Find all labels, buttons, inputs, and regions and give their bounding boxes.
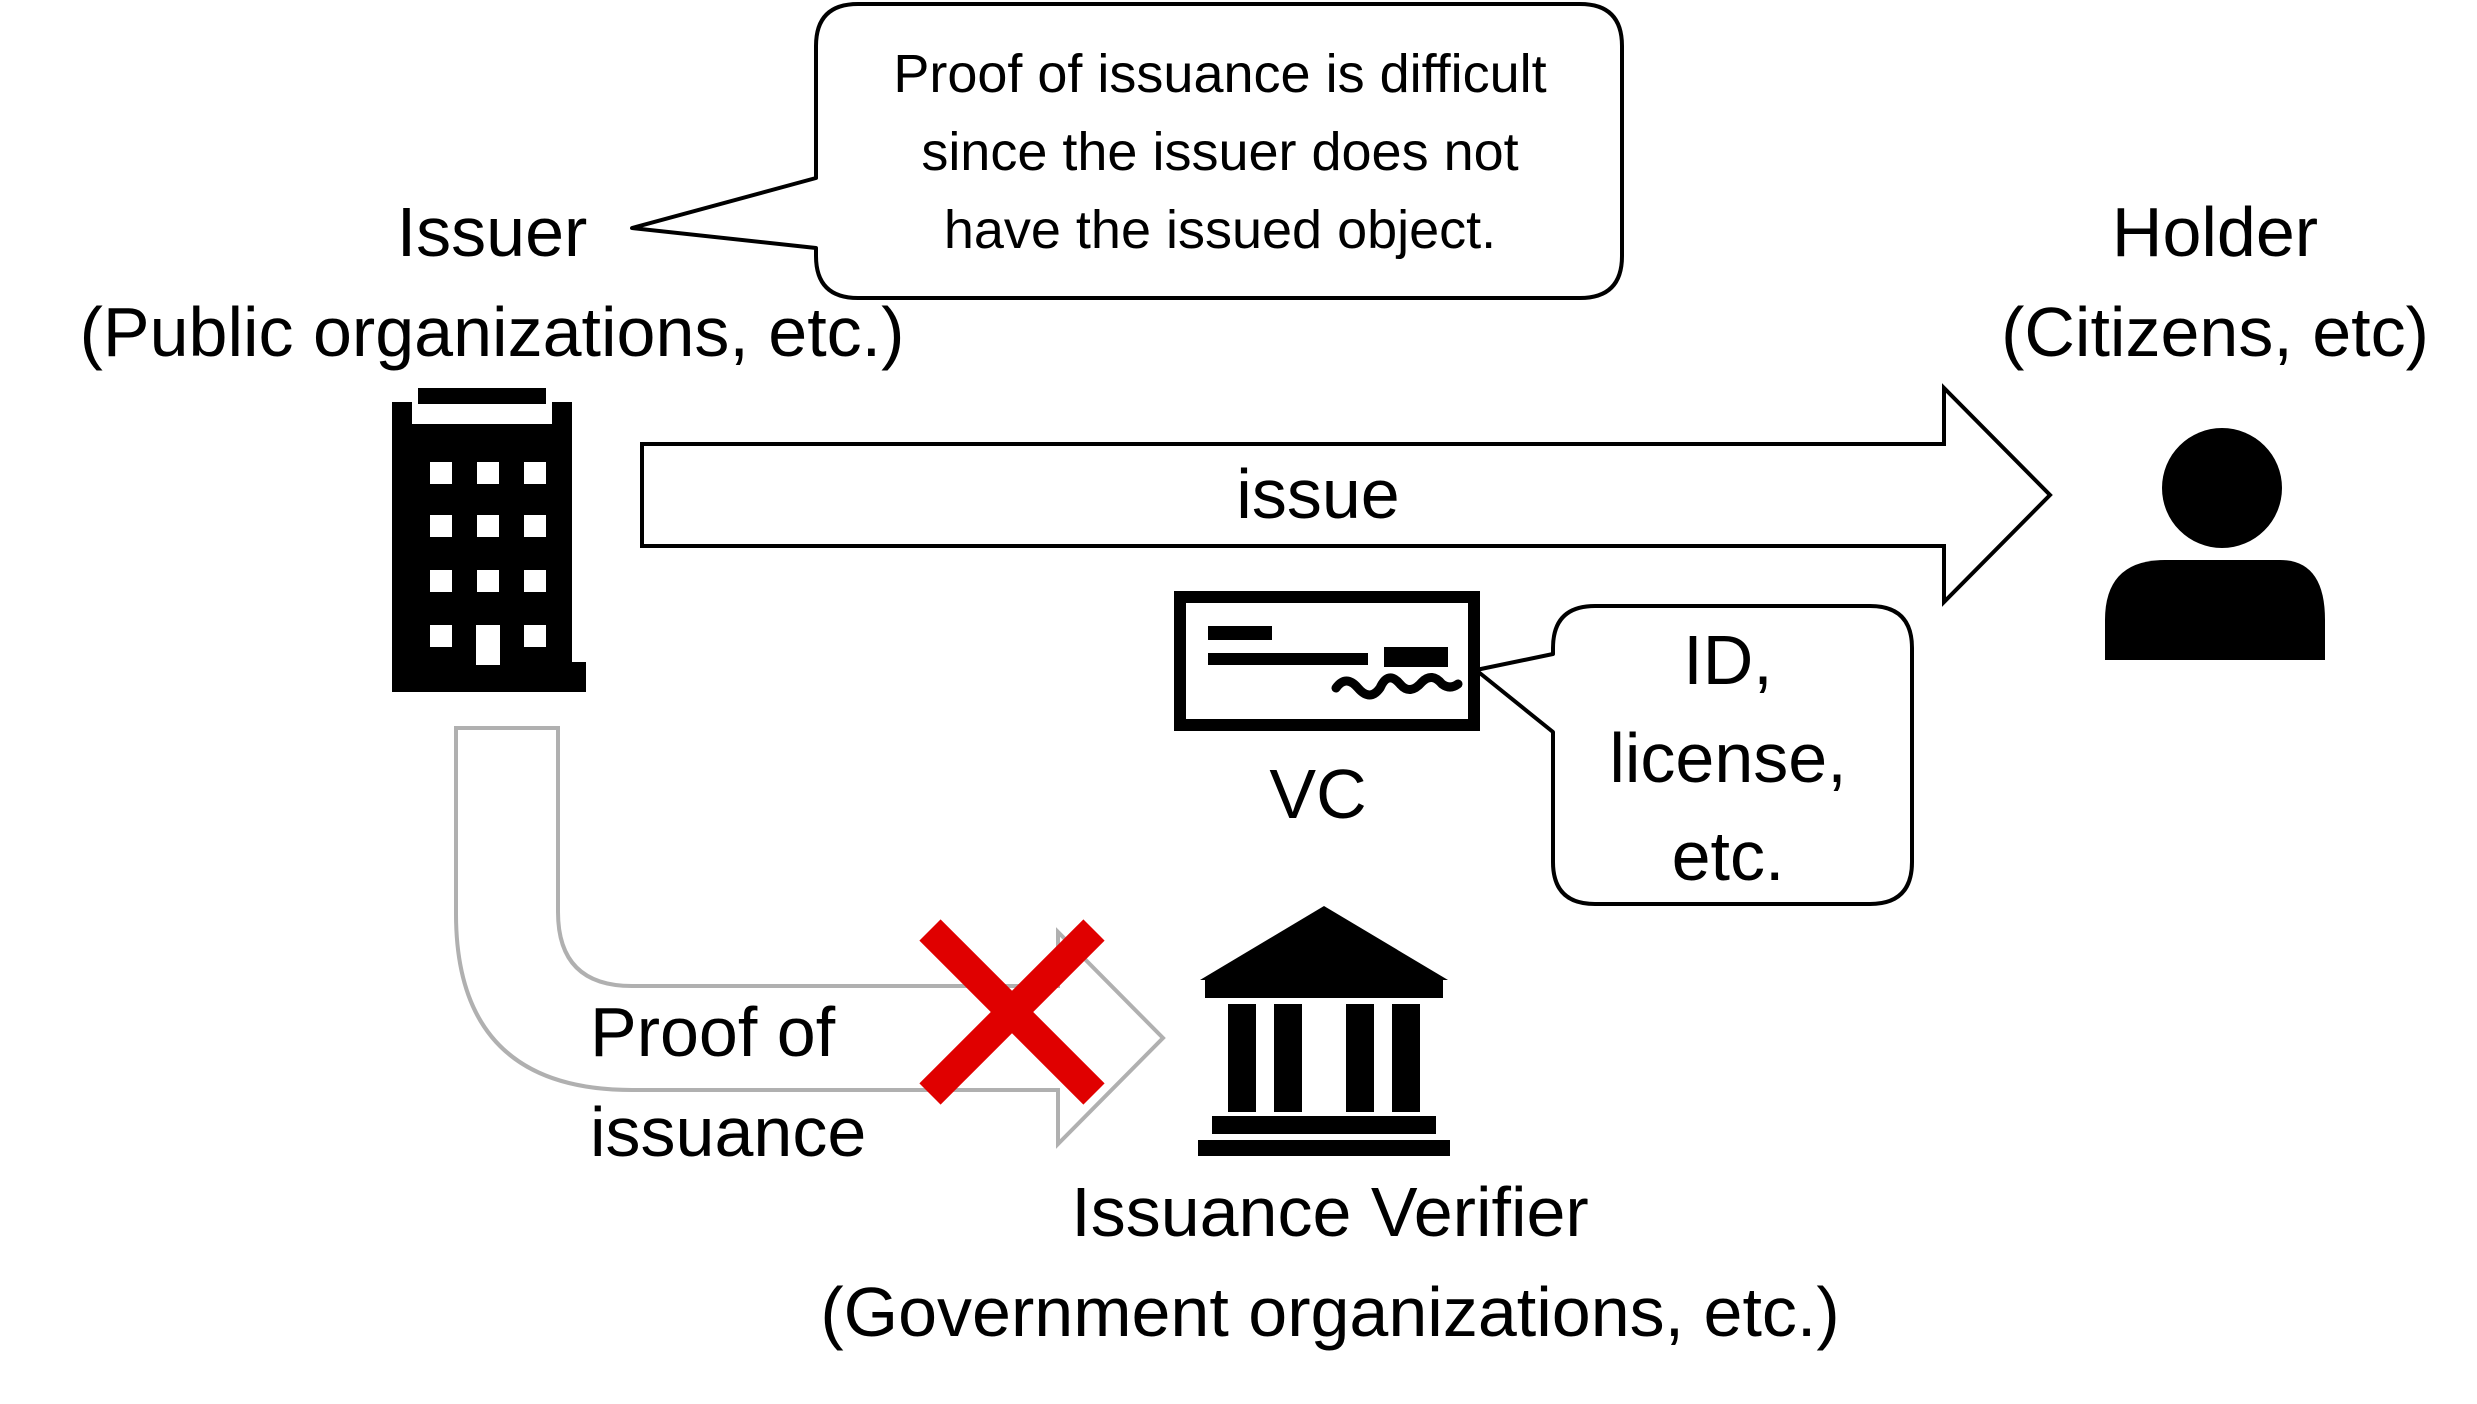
issue-arrow-label: issue [1236,455,1399,533]
credential-card-icon [1174,591,1480,731]
holder-subtitle: (Citizens, etc) [2001,293,2429,371]
issuer-callout: Proof of issuance is difficult since the… [630,2,1624,300]
vc-callout-bubble [1474,604,1914,906]
person-icon [2105,428,2325,660]
verifier-subtitle: (Government organizations, etc.) [820,1273,1839,1351]
vc-label: VC [1269,755,1366,833]
issuer-callout-bubble [630,2,1624,300]
issuer-callout-line3: have the issued object. [944,200,1496,260]
holder-title: Holder [2112,193,2318,271]
vc-callout-line3: etc. [1672,817,1785,895]
issue-arrow: issue [640,383,2053,607]
issuer-subtitle: (Public organizations, etc.) [80,293,905,371]
cross-mark-icon [919,919,1105,1105]
vc-callout: ID, license, etc. [1474,604,1914,906]
issuer-callout-line2: since the issuer does not [921,122,1518,182]
issuer-title: Issuer [397,193,588,271]
proof-arrow-label-line1: Proof of [590,993,836,1071]
vc-callout-line1: ID, [1683,621,1772,699]
vc-callout-line2: license, [1609,719,1846,797]
office-building-icon [392,388,586,692]
verifier-title: Issuance Verifier [1071,1173,1588,1251]
issuer-callout-line1: Proof of issuance is difficult [893,44,1546,104]
proof-arrow-label-line2: issuance [590,1093,866,1171]
issue-arrow-shape [640,383,2053,607]
proof-arrow-shape [454,726,1166,1149]
government-building-icon [1198,906,1450,1156]
